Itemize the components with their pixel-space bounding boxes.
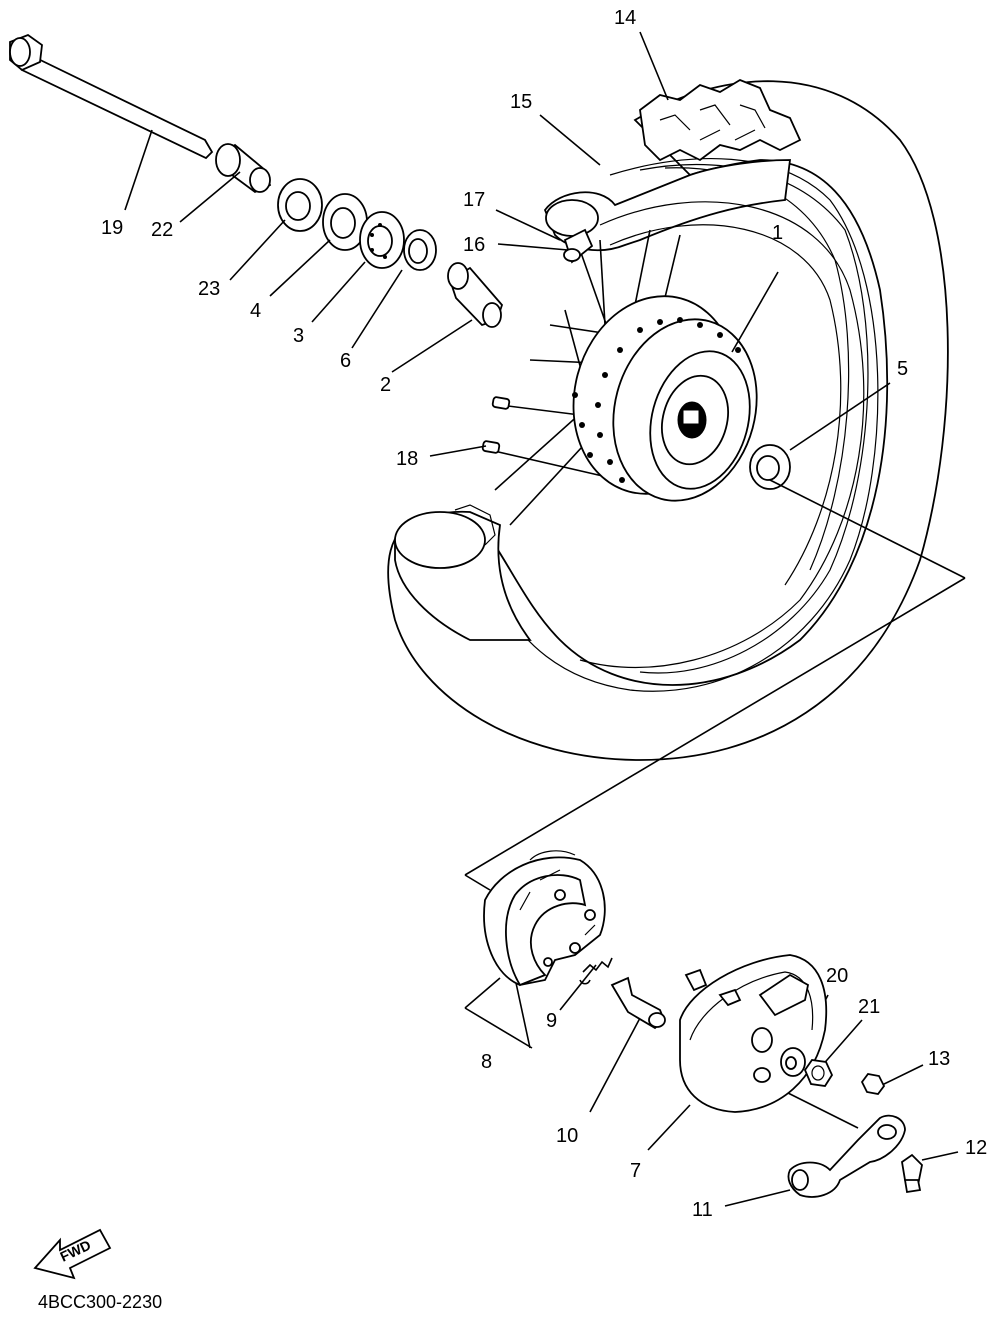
forward-direction-arrow: FWD — [33, 1228, 112, 1280]
oil-seal-left — [277, 178, 323, 232]
bearing-left — [322, 193, 368, 251]
collar — [215, 143, 272, 194]
bearing-right — [359, 211, 405, 269]
label-part-15: 15 — [510, 91, 532, 113]
label-part-10: 10 — [556, 1125, 578, 1147]
label-part-13: 13 — [928, 1048, 950, 1070]
label-part-14: 14 — [614, 7, 636, 29]
label-part-8: 8 — [481, 1051, 492, 1073]
label-part-18: 18 — [396, 448, 418, 470]
plain-washer — [780, 1047, 806, 1077]
hub — [572, 295, 758, 502]
valve-stem — [563, 228, 594, 264]
tire-tread — [639, 78, 802, 162]
label-part-19: 19 — [101, 217, 123, 239]
return-spring — [579, 957, 613, 985]
nut — [803, 1059, 834, 1087]
tire — [387, 78, 949, 761]
rim — [579, 201, 865, 669]
label-part-22: 22 — [151, 219, 173, 241]
leader-lines — [124, 31, 966, 1207]
label-part-23: 23 — [198, 278, 220, 300]
label-part-21: 21 — [858, 996, 880, 1018]
lever-bolt — [901, 1153, 923, 1194]
label-part-4: 4 — [250, 300, 261, 322]
camshaft-lever — [787, 1114, 906, 1198]
label-part-2: 2 — [380, 374, 391, 396]
label-part-9: 9 — [546, 1010, 557, 1032]
brake-shoe-plate — [679, 954, 828, 1113]
part-labels: 1 2 3 4 5 6 7 8 9 10 11 12 13 14 15 16 1… — [101, 7, 987, 1221]
diagram-code: 4BCC300-2230 — [38, 1292, 162, 1312]
label-part-11: 11 — [692, 1199, 713, 1221]
spacer — [447, 262, 504, 328]
wheel-axle — [9, 33, 214, 160]
label-part-6: 6 — [340, 350, 351, 372]
label-part-16: 16 — [463, 234, 485, 256]
label-part-12: 12 — [965, 1137, 987, 1159]
camshaft-lever-nut — [860, 1073, 886, 1095]
oil-seal-right — [749, 444, 791, 490]
brake-camshaft — [610, 976, 666, 1030]
label-part-7: 7 — [630, 1160, 641, 1182]
label-part-1: 1 — [772, 222, 783, 244]
brake-shoe-set — [483, 850, 606, 987]
label-part-17: 17 — [463, 189, 485, 211]
label-part-5: 5 — [897, 358, 908, 380]
circlip — [403, 229, 437, 271]
label-part-3: 3 — [293, 325, 304, 347]
label-part-20: 20 — [826, 965, 848, 987]
